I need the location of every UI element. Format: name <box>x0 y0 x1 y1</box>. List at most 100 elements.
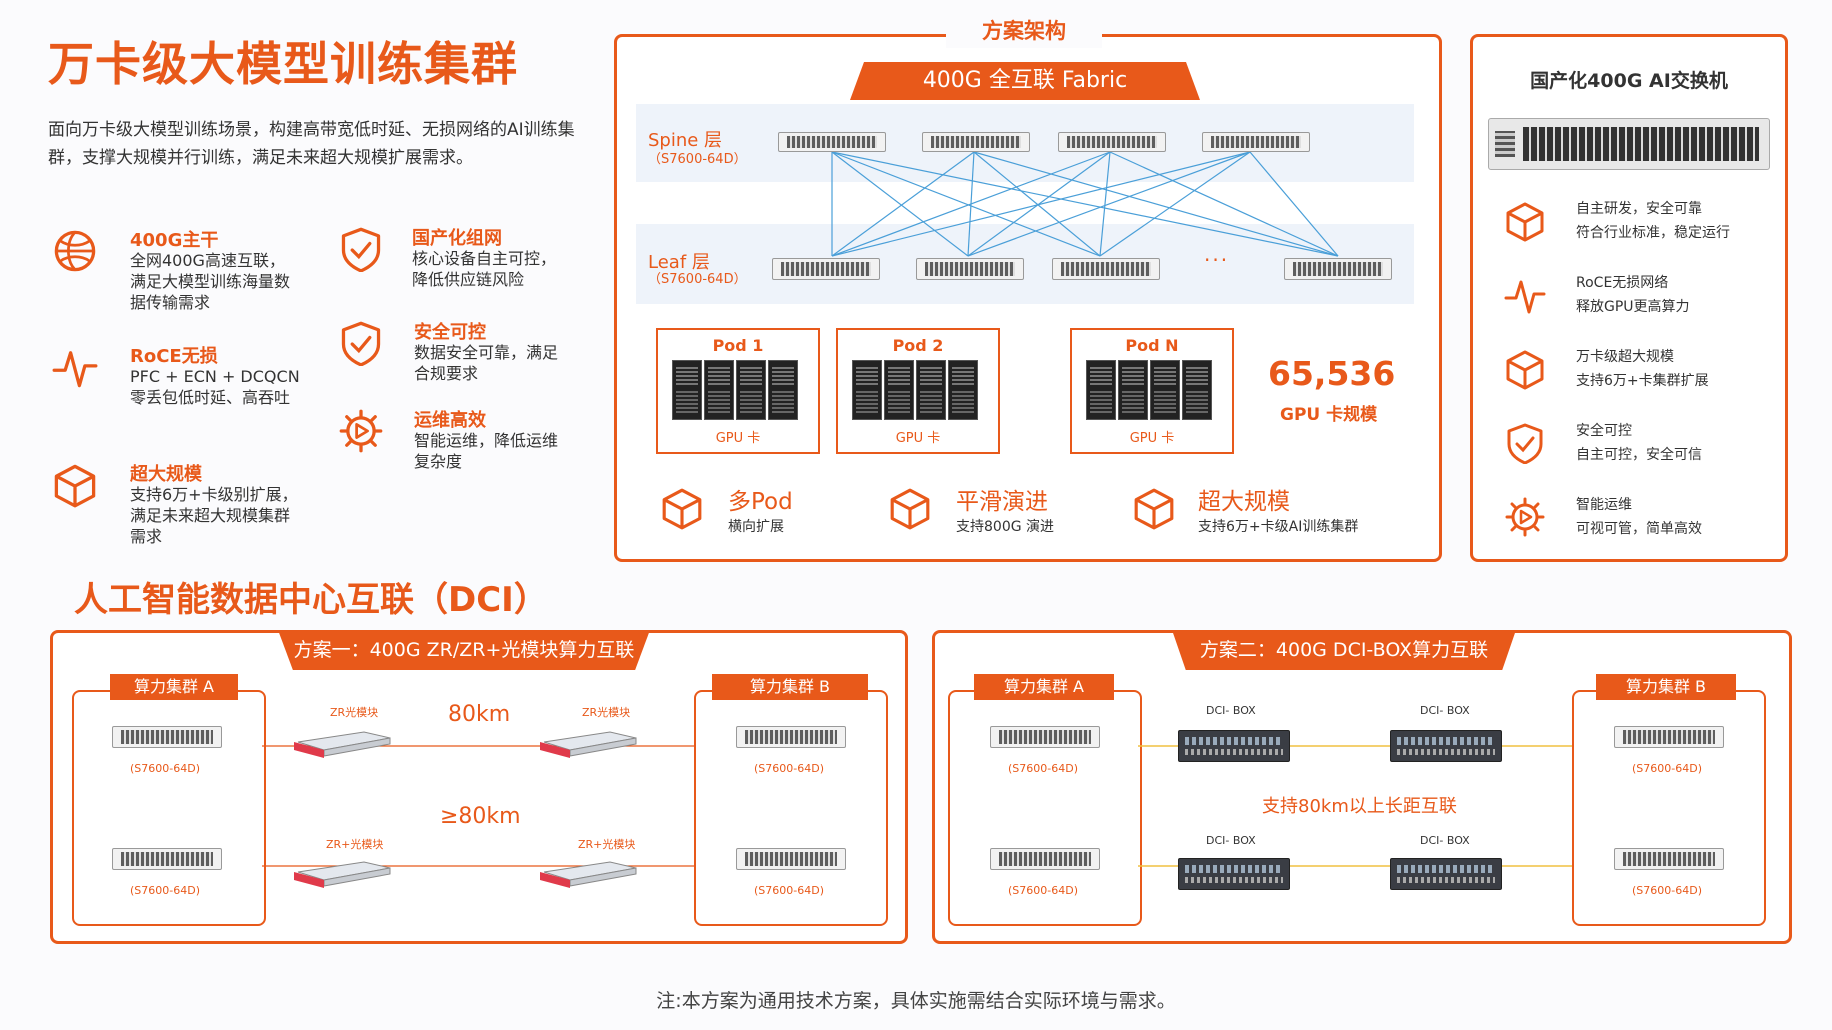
cluster-switch <box>112 726 222 748</box>
switch-image <box>1488 118 1770 170</box>
pod-2: Pod 2 GPU 卡 <box>836 328 1000 454</box>
gpu-server <box>1118 360 1148 420</box>
cluster-switch <box>112 848 222 870</box>
module-label: ZR光模块 <box>330 706 379 719</box>
pod-n: Pod N GPU 卡 <box>1070 328 1234 454</box>
pod-title: Pod N <box>1125 336 1179 355</box>
gpu-server <box>1182 360 1212 420</box>
feature-desc: PFC + ECN + DCQCN 零丢包低时延、高吞吐 <box>130 367 300 407</box>
spine-switch <box>1202 132 1310 152</box>
switch-feature-line1: 安全可控 <box>1576 423 1632 439</box>
gpu-server <box>948 360 978 420</box>
gpu-server <box>704 360 734 420</box>
pod-sub: GPU 卡 <box>715 431 761 446</box>
switch-model: (S7600-64D) <box>1632 884 1702 897</box>
gpu-server <box>852 360 882 420</box>
pod-title: Pod 1 <box>712 336 764 355</box>
cluster-switch <box>990 848 1100 870</box>
plan2-title: 方案二：400G DCI-BOX算力互联 <box>1172 630 1516 670</box>
arch-section-title: 方案架构 <box>946 14 1102 48</box>
spine-label: Spine 层 <box>648 130 723 151</box>
optical-module-icon <box>540 731 637 758</box>
switch-model: (S7600-64D) <box>754 762 824 775</box>
pod-sub: GPU 卡 <box>1129 431 1175 446</box>
dci-box <box>1178 858 1290 890</box>
page-title: 万卡级大模型训练集群 <box>48 37 518 91</box>
cluster-switch <box>1614 848 1724 870</box>
switch-feature-line2: 释放GPU更高算力 <box>1576 299 1690 315</box>
switch-model: (S7600-64D) <box>130 762 200 775</box>
cluster-switch <box>990 726 1100 748</box>
arch-item-desc: 支持800G 演进 <box>956 519 1055 535</box>
switch-model: (S7600-64D) <box>1008 884 1078 897</box>
footer-note: 注:本方案为通用技术方案，具体实施需结合实际环境与需求。 <box>656 990 1176 1012</box>
leaf-ellipsis: ··· <box>1204 248 1230 272</box>
spine-switch <box>778 132 886 152</box>
cluster-switch <box>736 848 846 870</box>
gpu-server <box>768 360 798 420</box>
gpu-count-label: GPU 卡规模 <box>1280 405 1378 425</box>
feature-desc: 全网400G高速互联，满足大模型训练海量数据传输需求 <box>130 251 291 312</box>
switch-model: (S7600-64D) <box>130 884 200 897</box>
arch-item-desc: 支持6万+卡级AI训练集群 <box>1198 519 1359 535</box>
distance-over-80km: ≥80km <box>440 804 521 829</box>
fabric-label: 400G 全互联 Fabric <box>850 62 1200 100</box>
cluster-switch <box>736 726 846 748</box>
plan2-cluster-b-label: 算力集群 B <box>1596 674 1736 700</box>
intro-text: 面向万卡级大模型训练场景，构建高带宽低时延、无损网络的AI训练集群，支撑大规模并… <box>48 120 575 168</box>
switch-feature-line1: 万卡级超大规模 <box>1576 349 1674 365</box>
leaf-switch <box>1284 258 1392 280</box>
dci-box-label: DCI- BOX <box>1206 704 1256 717</box>
dci-box <box>1390 858 1502 890</box>
optical-module-icon <box>294 861 391 888</box>
leaf-switch <box>916 258 1024 280</box>
dci-box <box>1178 730 1290 762</box>
feature-title: 超大规模 <box>130 464 202 485</box>
arch-item-title: 多Pod <box>728 489 793 515</box>
leaf-switch <box>772 258 880 280</box>
switch-model: (S7600-64D) <box>1632 762 1702 775</box>
gpu-server <box>736 360 766 420</box>
gpu-server <box>916 360 946 420</box>
feature-desc: 智能运维，降低运维复杂度 <box>414 431 559 471</box>
arch-item-title: 平滑演进 <box>956 489 1048 515</box>
plan1-cluster-a-label: 算力集群 A <box>110 674 238 700</box>
module-label: ZR+光模块 <box>578 838 636 851</box>
module-label: ZR+光模块 <box>326 838 384 851</box>
switch-feature-line2: 可视可管，简单高效 <box>1576 521 1702 537</box>
arch-item-title: 超大规模 <box>1198 489 1290 515</box>
cluster-switch <box>1614 726 1724 748</box>
leaf-model: （S7600-64D） <box>648 272 747 287</box>
dci-box <box>1390 730 1502 762</box>
module-label: ZR光模块 <box>582 706 631 719</box>
switch-feature-line2: 支持6万+卡集群扩展 <box>1576 373 1709 389</box>
dci-title: 人工智能数据中心互联（DCI） <box>74 580 548 620</box>
spine-model: （S7600-64D） <box>648 152 747 167</box>
feature-title: 400G主干 <box>130 230 219 251</box>
feature-title: RoCE无损 <box>130 346 218 367</box>
feature-desc: 支持6万+卡级别扩展，满足未来超大规模集群需求 <box>130 485 298 546</box>
leaf-switch <box>1052 258 1160 280</box>
plan1-cluster-a <box>72 690 266 926</box>
switch-feature-line1: RoCE无损网络 <box>1576 275 1669 291</box>
gpu-server <box>1086 360 1116 420</box>
pod-1: Pod 1 GPU 卡 <box>656 328 820 454</box>
feature-title: 运维高效 <box>414 410 486 431</box>
feature-desc: 数据安全可靠，满足合规要求 <box>414 343 559 383</box>
gpu-server <box>672 360 702 420</box>
plan2-center-text: 支持80km以上长距互联 <box>1262 796 1457 817</box>
optical-module-icon <box>294 731 391 758</box>
gpu-server <box>1150 360 1180 420</box>
plan2-cluster-a-label: 算力集群 A <box>974 674 1114 700</box>
switch-model: (S7600-64D) <box>1008 762 1078 775</box>
switch-feature-line2: 符合行业标准，稳定运行 <box>1576 225 1730 241</box>
gpu-server <box>884 360 914 420</box>
switch-feature-line1: 智能运维 <box>1576 497 1632 513</box>
dci-box-label: DCI- BOX <box>1206 834 1256 847</box>
plan1-cluster-b-label: 算力集群 B <box>712 674 868 700</box>
spine-switch <box>922 132 1030 152</box>
switch-model: (S7600-64D) <box>754 884 824 897</box>
feature-title: 国产化组网 <box>412 228 502 249</box>
plan1-title: 方案一：400G ZR/ZR+光模块算力互联 <box>278 630 650 670</box>
